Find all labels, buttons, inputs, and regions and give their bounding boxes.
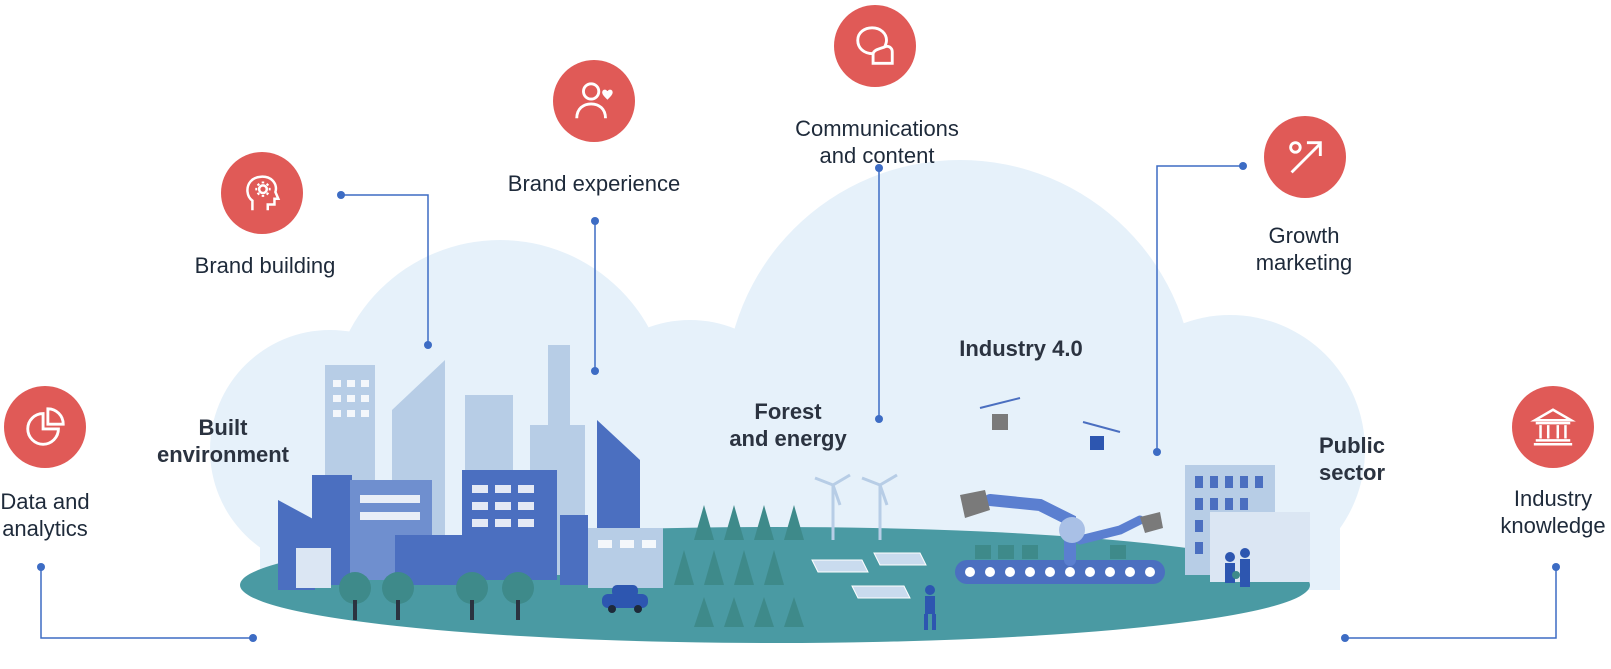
- bank-building-icon: [1530, 408, 1576, 446]
- pie-chart-icon: [26, 407, 65, 446]
- speech-bubbles-icon: [856, 26, 894, 65]
- data-and-analytics-icon-circle[interactable]: [4, 386, 86, 468]
- data-and-analytics-label: Data and analytics: [0, 489, 90, 541]
- communications-and-content-label: Communications and content: [795, 116, 959, 168]
- head-gear-icon: [246, 175, 281, 211]
- connector-brand-building: [341, 194, 429, 345]
- connector-industry-knowledge: [1345, 567, 1557, 639]
- forest-trees: [674, 505, 804, 627]
- forest-and-energy-label: Forest and energy: [729, 399, 847, 451]
- electric-car: [602, 585, 648, 613]
- worker-figure: [924, 585, 936, 630]
- connector-data-analytics: [40, 567, 253, 639]
- brand-building-icon-circle[interactable]: [221, 152, 303, 234]
- industry-4-label: Industry 4.0: [959, 336, 1083, 361]
- city-trees: [339, 572, 534, 620]
- solar-panels: [811, 552, 927, 599]
- public-sector-label: Public sector: [1318, 433, 1386, 485]
- industry-knowledge-label: Industry knowledge: [1500, 486, 1606, 538]
- connector-dots: [37, 162, 1560, 642]
- family-figures: [1225, 548, 1250, 587]
- connector-lines: [40, 165, 1557, 639]
- connector-growth-marketing: [1156, 165, 1243, 452]
- growth-marketing-icon-circle[interactable]: [1264, 116, 1346, 198]
- robotic-arm: [955, 490, 1165, 584]
- industry-knowledge-icon-circle[interactable]: [1512, 386, 1594, 468]
- delivery-drones: [979, 397, 1121, 450]
- city-buildings: [278, 345, 663, 590]
- person-heart-icon: [575, 82, 613, 119]
- wind-turbines: [814, 473, 898, 540]
- percent-arrow-icon: [1289, 141, 1322, 174]
- built-environment-label: Built environment: [156, 415, 290, 467]
- brand-building-label: Brand building: [194, 253, 336, 278]
- brand-experience-label: Brand experience: [507, 171, 681, 196]
- growth-marketing-label: Growth marketing: [1255, 223, 1353, 275]
- communications-and-content-icon-circle[interactable]: [834, 5, 916, 87]
- brand-experience-icon-circle[interactable]: [553, 60, 635, 142]
